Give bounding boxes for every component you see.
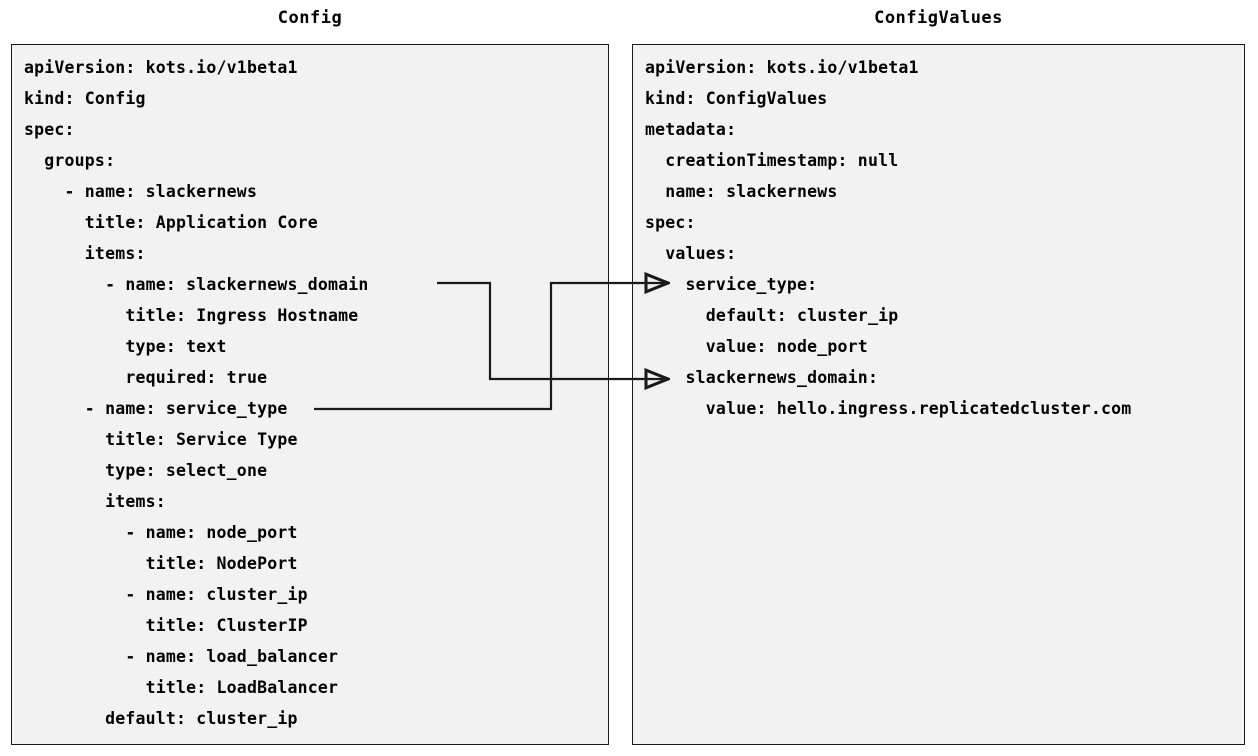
config-yaml-line: type: select_one <box>24 461 268 480</box>
configvalues-yaml-line: apiVersion: kots.io/v1beta1 <box>645 58 919 77</box>
config-yaml-line: title: Ingress Hostname <box>24 306 359 325</box>
config-yaml-line: default: cluster_ip <box>24 709 298 728</box>
configvalues-yaml-line: value: hello.ingress.replicatedcluster.c… <box>645 399 1132 418</box>
config-yaml-line: - name: load_balancer <box>24 647 339 666</box>
config-yaml-line: - name: slackernews_domain <box>24 275 369 294</box>
config-yaml-line: - name: slackernews <box>24 182 258 201</box>
configvalues-yaml-line: name: slackernews <box>645 182 838 201</box>
config-yaml-line: spec: <box>24 120 75 139</box>
config-yaml-line: title: Service Type <box>24 430 298 449</box>
configvalues-yaml-line: values: <box>645 244 737 263</box>
config-yaml-line: title: NodePort <box>24 554 298 573</box>
config-yaml-line: kind: Config <box>24 89 146 108</box>
config-yaml-line: title: LoadBalancer <box>24 678 339 697</box>
config-yaml-line: groups: <box>24 151 116 170</box>
config-yaml-line: items: <box>24 244 146 263</box>
config-yaml-line: title: Application Core <box>24 213 318 232</box>
configvalues-yaml-line: metadata: <box>645 120 737 139</box>
config-yaml-panel: apiVersion: kots.io/v1beta1 kind: Config s… <box>11 44 609 745</box>
configvalues-yaml-line: kind: ConfigValues <box>645 89 828 108</box>
configvalues-yaml-lines: apiVersion: kots.io/v1beta1 kind: ConfigV… <box>645 52 1242 424</box>
config-yaml-line: - name: service_type <box>24 399 288 418</box>
config-yaml-line: required: true <box>24 368 268 387</box>
config-yaml-line: apiVersion: kots.io/v1beta1 <box>24 58 298 77</box>
configvalues-yaml-line: default: cluster_ip <box>645 306 899 325</box>
config-yaml-line: - name: node_port <box>24 523 298 542</box>
configvalues-yaml-line: spec: <box>645 213 696 232</box>
panel-title-config: Config <box>277 8 343 28</box>
config-yaml-line: items: <box>24 492 166 511</box>
config-yaml-line: - name: cluster_ip <box>24 585 308 604</box>
configvalues-yaml-line: slackernews_domain: <box>645 368 879 387</box>
panel-title-configvalues: ConfigValues <box>874 8 1003 28</box>
configvalues-yaml-line: creationTimestamp: null <box>645 151 899 170</box>
config-yaml-line: type: text <box>24 337 227 356</box>
config-yaml-line: title: ClusterIP <box>24 616 308 635</box>
configvalues-yaml-line: service_type: <box>645 275 818 294</box>
config-yaml-lines: apiVersion: kots.io/v1beta1 kind: Config s… <box>24 52 606 734</box>
configvalues-yaml-line: value: node_port <box>645 337 868 356</box>
configvalues-yaml-panel: apiVersion: kots.io/v1beta1 kind: ConfigV… <box>632 44 1245 745</box>
